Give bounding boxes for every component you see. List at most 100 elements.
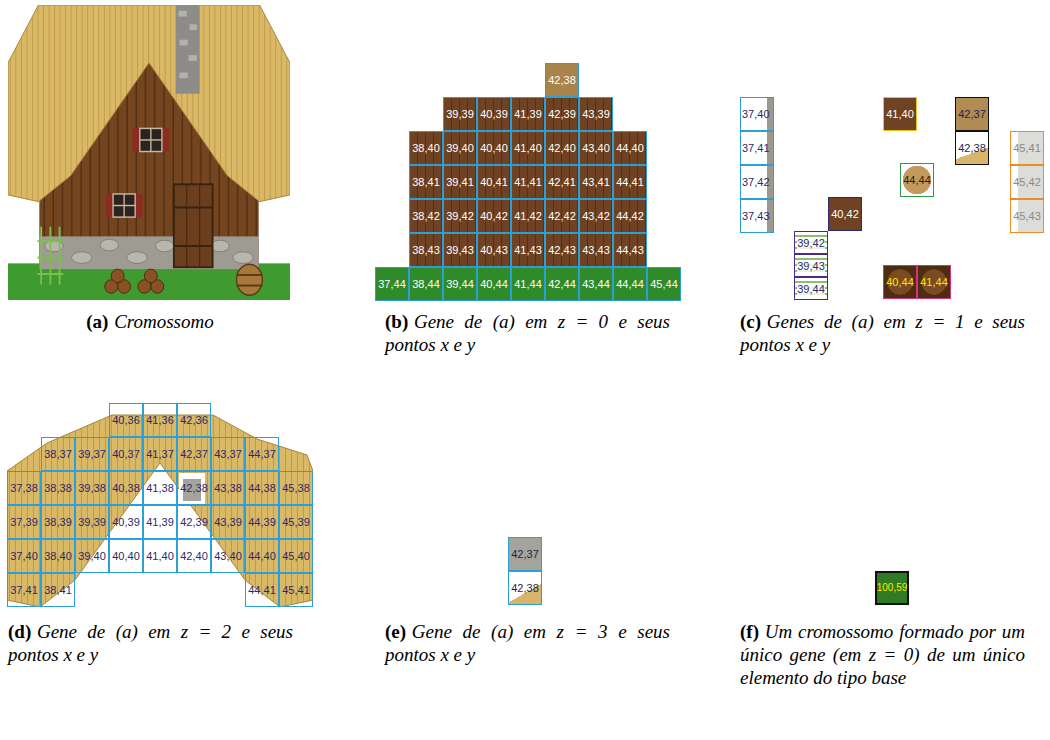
gene-tile: 38,38	[41, 471, 75, 505]
gene-tile: 44,42	[613, 199, 647, 233]
coordinate-label: 39,39	[446, 108, 474, 120]
coordinate-label: 43,42	[582, 210, 610, 222]
gene-tile: 42,40	[177, 539, 211, 573]
caption-text: Um cromossomo formado por um único gene …	[740, 621, 1025, 688]
panel-letter: (e)	[385, 621, 406, 642]
coordinate-label: 41,43	[514, 244, 542, 256]
gene-tile: 45,43	[1010, 199, 1044, 233]
gene-tile: 40,42	[477, 199, 511, 233]
coordinate-label: 39,39	[78, 516, 106, 528]
gene-tile: 43,44	[579, 267, 613, 301]
gene-tile: 41,43	[511, 233, 545, 267]
coordinate-label: 42,37	[180, 448, 208, 460]
coordinate-label: 42,42	[548, 210, 576, 222]
coordinate-label: 42,38	[180, 482, 208, 494]
coordinate-label: 39,37	[78, 448, 106, 460]
window	[106, 194, 143, 217]
gene-tile: 42,38	[955, 131, 989, 165]
coordinate-label: 39,40	[78, 550, 106, 562]
gene-tile: 42,39	[545, 97, 579, 131]
gene-tile: 44,41	[245, 573, 279, 607]
roof	[7, 415, 313, 607]
gene-tile: 43,40	[579, 131, 613, 165]
gene-tile: 43,38	[211, 471, 245, 505]
gene-tile: 40,44	[883, 265, 917, 299]
gene-tile: 43,41	[579, 165, 613, 199]
coordinate-label: 42,41	[548, 176, 576, 188]
door	[174, 184, 213, 267]
gene-tile: 40,36	[109, 403, 143, 437]
coordinate-label: 39,43	[797, 260, 825, 272]
panel-letter: (b)	[385, 311, 408, 332]
gene-tile: 45,44	[647, 267, 681, 301]
coordinate-label: 38,39	[44, 516, 72, 528]
coordinate-label: 43,40	[582, 142, 610, 154]
gene-tile: 38,40	[409, 131, 443, 165]
coordinate-label: 45,42	[1013, 176, 1041, 188]
coordinate-label: 40,39	[480, 108, 508, 120]
gene-tile: 39,41	[443, 165, 477, 199]
gene-tile: 42,38	[177, 471, 211, 505]
gene-tile: 37,39	[7, 505, 41, 539]
gene-tile: 41,39	[143, 505, 177, 539]
gene-tile: 42,37	[508, 537, 542, 571]
gene-tile: 40,40	[109, 539, 143, 573]
coordinate-label: 40,42	[831, 208, 859, 220]
panel-letter: (d)	[8, 621, 31, 642]
gene-tile: 44,40	[613, 131, 647, 165]
coordinate-label: 45,40	[282, 550, 310, 562]
coordinate-label: 40,44	[480, 278, 508, 290]
coordinate-label: 44,41	[616, 176, 644, 188]
gene-tile: 43,42	[579, 199, 613, 233]
coordinate-label: 39,41	[446, 176, 474, 188]
coordinate-label: 44,44	[616, 278, 644, 290]
gene-tile: 39,44	[794, 277, 828, 300]
coordinate-label: 40,41	[480, 176, 508, 188]
coordinate-label: 43,38	[214, 482, 242, 494]
coordinate-label: 40,40	[112, 550, 140, 562]
gene-tile: 42,37	[177, 437, 211, 471]
coordinate-label: 45,41	[1013, 142, 1041, 154]
gene-tile: 41,40	[883, 97, 917, 131]
gene-tile: 45,40	[279, 539, 313, 573]
roof	[8, 5, 290, 202]
coordinate-label: 40,37	[112, 448, 140, 460]
gene-tile: 42,37	[955, 97, 989, 131]
coordinate-label: 41,39	[146, 516, 174, 528]
gene-tile: 45,42	[1010, 165, 1044, 199]
caption-text: Genes de (a) em z = 1 e seus pontos x e …	[740, 311, 1025, 355]
coordinate-label: 42,43	[548, 244, 576, 256]
coordinate-label: 40,38	[112, 482, 140, 494]
caption-text: Gene de (a) em z = 0 e seus pontos x e y	[385, 311, 670, 355]
coordinate-label: 40,42	[480, 210, 508, 222]
gene-tile: 44,44	[900, 163, 934, 197]
coordinate-label: 44,39	[248, 516, 276, 528]
gene-tile: 41,41	[511, 165, 545, 199]
coordinate-label: 37,40	[10, 550, 38, 562]
gene-tile: 42,38	[545, 63, 579, 97]
gene-tile: 44,37	[245, 437, 279, 471]
gene-tile: 39,42	[443, 199, 477, 233]
coordinate-label: 38,43	[412, 244, 440, 256]
coordinate-label: 39,44	[446, 278, 474, 290]
gene-tile: 41,37	[143, 437, 177, 471]
coordinate-label: 44,42	[616, 210, 644, 222]
gene-tile: 45,41	[279, 573, 313, 607]
gene-tile: 44,39	[245, 505, 279, 539]
gene-tile: 43,37	[211, 437, 245, 471]
gene-tile: 40,40	[477, 131, 511, 165]
coordinate-label: 37,42	[742, 176, 770, 188]
coordinate-label: 43,39	[214, 516, 242, 528]
coordinate-label: 39,43	[446, 244, 474, 256]
stone-base	[39, 236, 258, 269]
gene-tile: 45,39	[279, 505, 313, 539]
gene-tile: 39,40	[443, 131, 477, 165]
coordinate-label: 37,44	[378, 278, 406, 290]
coordinate-label: 45,41	[282, 584, 310, 596]
panel-caption: (d)Gene de (a) em z = 2 e seus pontos x …	[8, 620, 293, 666]
gene-tile: 41,40	[143, 539, 177, 573]
coordinate-label: 38,40	[412, 142, 440, 154]
gene-tile: 37,38	[7, 471, 41, 505]
gene-tile: 42,39	[177, 505, 211, 539]
gene-tile: 42,44	[545, 267, 579, 301]
